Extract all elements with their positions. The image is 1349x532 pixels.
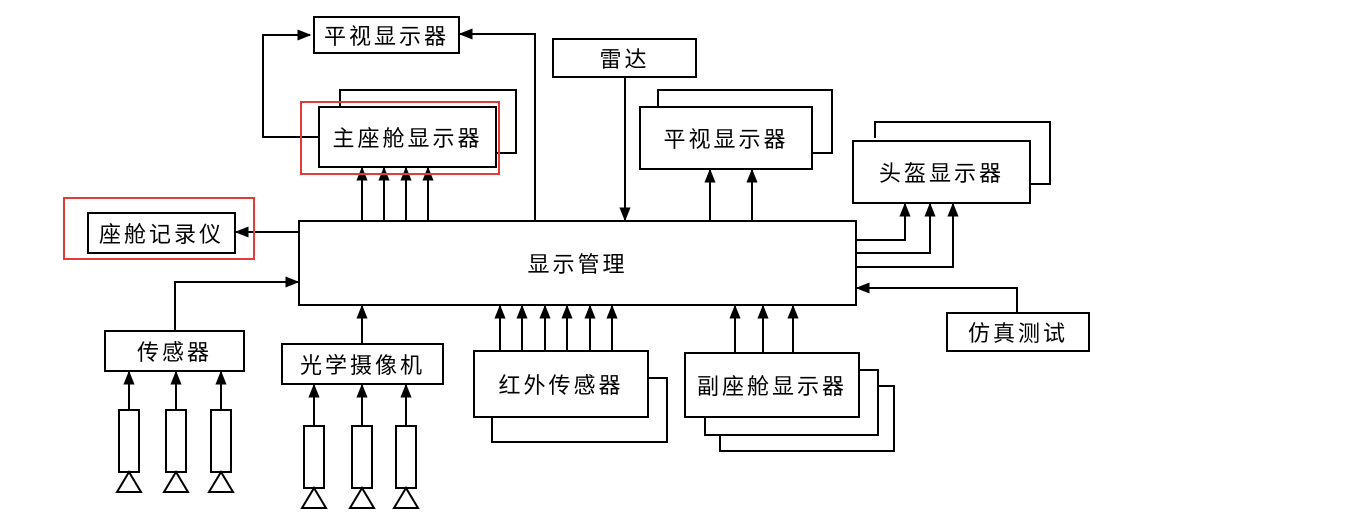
camera-probe-1-triangle bbox=[300, 486, 328, 509]
line-mgmt-to-helmet-3 bbox=[855, 202, 959, 268]
sensor-probe-1 bbox=[118, 409, 140, 473]
helmet-display-box: 头盔显示器 bbox=[852, 140, 1031, 204]
hud-right-label: 平视显示器 bbox=[663, 128, 789, 153]
sensor-probe-2 bbox=[165, 409, 187, 473]
cockpit-recorder-label: 座舱记录仪 bbox=[98, 223, 224, 248]
camera-probe-2-triangle bbox=[348, 486, 376, 509]
hud-right-box: 平视显示器 bbox=[639, 106, 813, 170]
sensor-probe-3-triangle bbox=[207, 470, 235, 493]
line-mgmt-to-helmet-1 bbox=[855, 202, 911, 241]
ir-sensor-stack-frame bbox=[491, 377, 668, 443]
radar-box: 雷达 bbox=[552, 38, 697, 78]
helmet-display-stack-frame-1 bbox=[874, 121, 1051, 185]
main-cockpit-display-highlight bbox=[300, 101, 500, 175]
radar-label: 雷达 bbox=[599, 48, 650, 73]
display-management-label: 显示管理 bbox=[527, 253, 628, 278]
cockpit-recorder-highlight bbox=[63, 197, 255, 260]
camera-probe-3 bbox=[395, 425, 417, 489]
sensor-box: 传感器 bbox=[104, 330, 245, 372]
camera-probe-3-triangle bbox=[392, 486, 420, 509]
copilot-stack-frame-2 bbox=[719, 385, 895, 452]
sensor-probe-1-triangle bbox=[115, 470, 143, 493]
line-mgmt-to-helmet-2 bbox=[855, 202, 936, 254]
cockpit-recorder-box: 座舱记录仪 bbox=[87, 212, 236, 254]
infrared-sensor-box: 红外传感器 bbox=[473, 350, 649, 418]
line-sensor-to-mgmt bbox=[174, 276, 300, 330]
line-main-to-hud-top bbox=[262, 29, 318, 138]
display-management-box: 显示管理 bbox=[298, 220, 857, 306]
line-sim-to-mgmt bbox=[855, 282, 1018, 312]
line-mgmt-to-hud-top bbox=[458, 28, 536, 220]
main-cockpit-display-box: 主座舱显示器 bbox=[318, 106, 497, 168]
sensor-probe-2-triangle bbox=[162, 470, 190, 493]
main-display-stack-frame bbox=[339, 89, 517, 154]
copilot-stack-frame-1 bbox=[704, 369, 879, 436]
hud-top-label: 平视显示器 bbox=[323, 25, 449, 50]
optical-camera-box: 光学摄像机 bbox=[281, 343, 444, 385]
sensor-label: 传感器 bbox=[136, 341, 212, 366]
camera-probe-1 bbox=[303, 425, 325, 489]
copilot-display-box: 副座舱显示器 bbox=[684, 352, 860, 418]
hud-top-box: 平视显示器 bbox=[313, 16, 460, 54]
sensor-probe-3 bbox=[210, 409, 232, 473]
copilot-display-label: 副座舱显示器 bbox=[696, 375, 847, 400]
camera-probe-2 bbox=[351, 425, 373, 489]
simulation-test-box: 仿真测试 bbox=[946, 312, 1090, 352]
helmet-display-label: 头盔显示器 bbox=[878, 162, 1004, 187]
simulation-test-label: 仿真测试 bbox=[967, 322, 1068, 347]
optical-camera-label: 光学摄像机 bbox=[299, 354, 425, 379]
hud-right-stack-frame bbox=[657, 89, 833, 154]
infrared-sensor-label: 红外传感器 bbox=[498, 374, 624, 399]
main-cockpit-display-label: 主座舱显示器 bbox=[332, 127, 483, 152]
